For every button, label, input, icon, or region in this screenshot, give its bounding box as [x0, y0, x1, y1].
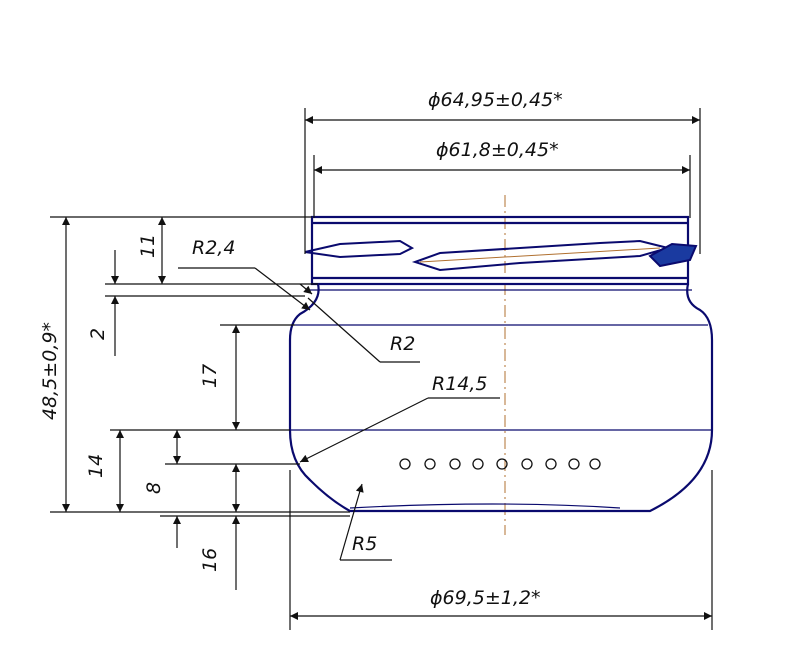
radius-5-label: R5 [352, 533, 377, 555]
height-11-label: 11 [137, 234, 159, 258]
outer-diameter-label: ϕ64,95±0,45* [428, 89, 563, 111]
emboss-dots [399, 458, 601, 470]
jar-outline [288, 215, 714, 513]
height-8-label: 8 [143, 482, 165, 494]
radius-14-5-label: R14,5 [432, 373, 488, 395]
body-diameter-label: ϕ69,5±1,2* [430, 587, 540, 609]
jar-finish [310, 215, 690, 286]
total-height-label: 48,5±0,9* [39, 322, 61, 420]
height-14-label: 14 [85, 454, 107, 478]
height-2-label: 2 [87, 328, 109, 340]
radius-2-label: R2 [390, 333, 415, 355]
dimension-lines [50, 108, 713, 630]
thread-segments [304, 239, 698, 272]
radius-2-4-label: R2,4 [192, 237, 235, 259]
inner-diameter-label: ϕ61,8±0,45* [436, 139, 559, 161]
height-16-label: 16 [199, 548, 221, 572]
thread-centerline [419, 247, 661, 263]
height-17-label: 17 [199, 364, 221, 388]
